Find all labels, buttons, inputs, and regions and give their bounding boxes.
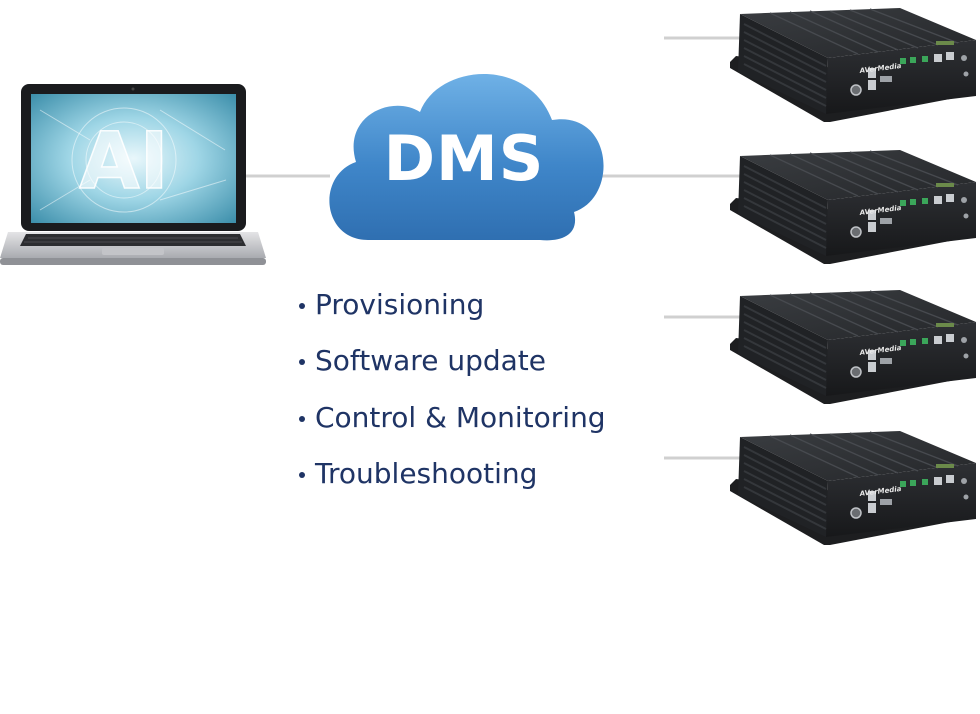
feature-list: Provisioning Software update Control & M… <box>299 276 606 502</box>
edge-device-2: AVerMedia <box>729 149 977 265</box>
feature-label: Software update <box>315 344 546 378</box>
feature-label: Troubleshooting <box>315 457 538 491</box>
cloud-label: DMS <box>383 122 545 195</box>
bullet-icon <box>299 302 305 309</box>
feature-label: Control & Monitoring <box>315 400 606 434</box>
bullet-icon <box>299 415 305 422</box>
laptop-image: AI <box>0 84 266 265</box>
laptop-screen <box>31 94 236 223</box>
edge-device-1: AVerMedia <box>729 7 977 123</box>
laptop-screen-text: AI <box>79 117 168 207</box>
bullet-icon <box>299 472 305 479</box>
feature-item: Software update <box>299 333 606 390</box>
edge-device-3: AVerMedia <box>729 289 977 405</box>
feature-item: Troubleshooting <box>299 446 606 503</box>
edge-device-4: AVerMedia <box>729 430 977 546</box>
cloud-shape <box>329 74 604 241</box>
bullet-icon <box>299 359 305 366</box>
feature-label: Provisioning <box>315 287 485 321</box>
feature-item: Provisioning <box>299 276 606 333</box>
feature-item: Control & Monitoring <box>299 389 606 446</box>
connector-lines <box>244 36 745 660</box>
